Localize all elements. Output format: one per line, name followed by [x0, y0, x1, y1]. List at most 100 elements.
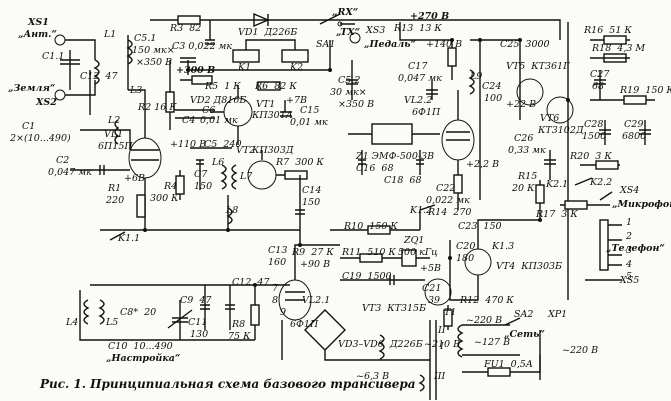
n220-label: ~220 В [466, 315, 503, 326]
c22-value: 0,022 мк [426, 195, 470, 206]
vl22-type: 6Ф1П [412, 107, 441, 118]
c29-value: 6800 [622, 131, 647, 142]
n63-label: ~6,3 В [356, 371, 390, 382]
c21-value: 39 [428, 295, 441, 306]
mic-label: „Микрофон“ [612, 199, 671, 210]
r8-label: R8 [232, 319, 246, 330]
p90-label: +90 В [300, 259, 331, 270]
c1-label: C1 [22, 121, 36, 132]
p7b-label: +7В [286, 95, 307, 106]
xs4-label: XS4 [620, 185, 640, 196]
vt1-label: VT1 [256, 99, 276, 110]
pin9-label: 9 [280, 307, 287, 318]
winding-2-label: II [438, 325, 446, 336]
pin2-label: 2 [626, 231, 633, 242]
fu1-label: FU1 0,5А [484, 359, 533, 370]
figure-caption: Рис. 1. Принципиальная схема базового тр… [40, 377, 416, 391]
c29-label: C29 [624, 119, 644, 130]
tel-label: „Телефон“ [606, 243, 665, 254]
r16-label: R16 51 К [584, 25, 632, 36]
vt2-label: VT2 [236, 145, 256, 156]
r15-value: 20 К [512, 183, 535, 194]
z1-filter [371, 123, 413, 145]
c24-value: 100 [484, 93, 503, 104]
vt3-label: VT3 КТ315Б [362, 303, 427, 314]
l9-label: L9 [470, 71, 483, 82]
xs5-label: XS5 [620, 275, 640, 286]
c18-label: C18 68 [384, 175, 422, 186]
r3-label: R3 82 [170, 23, 202, 34]
c26-label: C26 [514, 133, 534, 144]
l1-label: L1 [104, 29, 117, 40]
c1-value: 2×(10...490) [10, 133, 71, 144]
vt5-label: VT5 КТ361Г [506, 61, 570, 72]
sa2-label: SA2 [514, 309, 534, 320]
nastr-label: „Настройка“ [106, 353, 181, 364]
c11c-label: C11 [188, 317, 208, 328]
r14-label: R14 270 [428, 207, 472, 218]
r2-label: R2 16 К [138, 102, 177, 113]
z1-label: Z1 ЭМФ-500-3В [356, 151, 435, 162]
r8-value: 75 К [228, 331, 251, 342]
r11-label: R11 510 К [342, 247, 396, 258]
c19-label: C19 1500 [342, 271, 392, 282]
c3-label: C3 0,022 мк [172, 41, 233, 52]
l6-label: L6 [212, 157, 225, 168]
c21-label: C21 [422, 283, 442, 294]
l7-label: L7 [240, 171, 253, 182]
c52-value: 30 мк× [330, 87, 367, 98]
c23-label: C23 150 [458, 221, 502, 232]
k2-label: K2 [290, 62, 304, 73]
c52-label: C5.2 [338, 75, 361, 86]
c13-label: C13 [268, 245, 288, 256]
p5-label: +5В [420, 263, 441, 274]
tx-label: „TX“ [336, 27, 361, 38]
winding-1-label: I [440, 341, 444, 352]
vt6-transistor [546, 96, 574, 124]
n210-label: ~210 В [424, 339, 461, 350]
c17-value: 0,047 мк [398, 73, 442, 84]
vd1-label: VD1 Д226Б [238, 27, 298, 38]
vt1-type: КП301А [252, 110, 293, 121]
c51-value2: ×350 В [136, 57, 173, 68]
c13-value: 160 [268, 257, 287, 268]
vt2-type: КП303Д [252, 145, 294, 156]
r6-label: R6 82 К [255, 81, 297, 92]
c5-label: C5 240 [204, 139, 242, 150]
p110-label: +110 В [170, 139, 207, 150]
c7-value: 150 [194, 181, 213, 192]
zq1-value: 500 кГц [398, 247, 438, 258]
pin1-label: 1 [626, 217, 633, 228]
c12-label: C12 47 [232, 277, 270, 288]
vt5-transistor [516, 78, 544, 106]
xs1-label: XS1 [28, 17, 49, 28]
n127-label: ~127 В [474, 337, 511, 348]
l2-label: L2 [108, 115, 121, 126]
r13-label: R13 13 К [394, 23, 442, 34]
k22-label: K2.2 [590, 177, 613, 188]
pin4-label: 4 [626, 259, 633, 270]
c6-value: 0,01 мк [200, 115, 238, 126]
c15-label: C15 [300, 105, 320, 116]
c51-value: 150 мк× [132, 45, 175, 56]
k1-coil [232, 49, 260, 63]
vt6-label: VT6 [540, 113, 560, 124]
pin8-label: 8 [272, 295, 279, 306]
c20-value: 180 [456, 253, 475, 264]
c51-label: C5.1 [134, 33, 157, 44]
c24-label: C24 [482, 81, 502, 92]
p140-label: +140 В [426, 39, 463, 50]
vt3-transistor [424, 278, 452, 306]
c15-value: 0,01 мк [290, 117, 328, 128]
r12-label: R12 470 К [460, 295, 514, 306]
c9-label: C9 47 [180, 295, 212, 306]
vt4-label: VT4 КП303Б [496, 261, 563, 272]
c26-value: 0,33 мк [508, 145, 546, 156]
p270-label: +270 В [410, 11, 450, 22]
c12-label: C12 47 [80, 71, 118, 82]
c14-value: 150 [302, 197, 321, 208]
p22b-label: +22 В [506, 99, 537, 110]
pin7-label: 7 [272, 283, 279, 294]
set-label: „Сеть“ [504, 329, 545, 340]
